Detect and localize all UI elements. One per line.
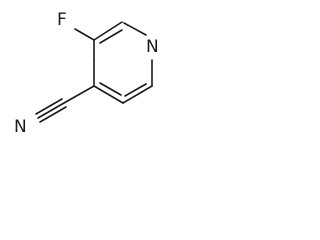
bond-c2-c3-inner	[99, 29, 123, 44]
fluorine-atom-label: F	[57, 10, 67, 30]
bond-n1-c2	[123, 22, 147, 36]
bond-cn-triple-1	[37, 102, 65, 119]
bond-c4-c5-inner	[99, 82, 122, 96]
bond-c3-f	[74, 28, 95, 41]
bond-c4-cn	[63, 85, 95, 104]
bond-c5-c6	[122, 85, 153, 104]
bond-cn-triple-3	[39, 106, 67, 123]
bond-c5-c6-inner	[124, 83, 147, 97]
nitrile-nitrogen-atom-label: N	[14, 117, 27, 137]
molecule-drawing: F N N	[14, 10, 159, 137]
ring-nitrogen-atom-label: N	[146, 37, 159, 57]
structure-diagram: F N N	[0, 0, 182, 141]
bond-c2-c3	[93, 21, 123, 41]
bond-cn-triple-2	[35, 98, 63, 115]
bond-c4-c5	[93, 85, 124, 104]
